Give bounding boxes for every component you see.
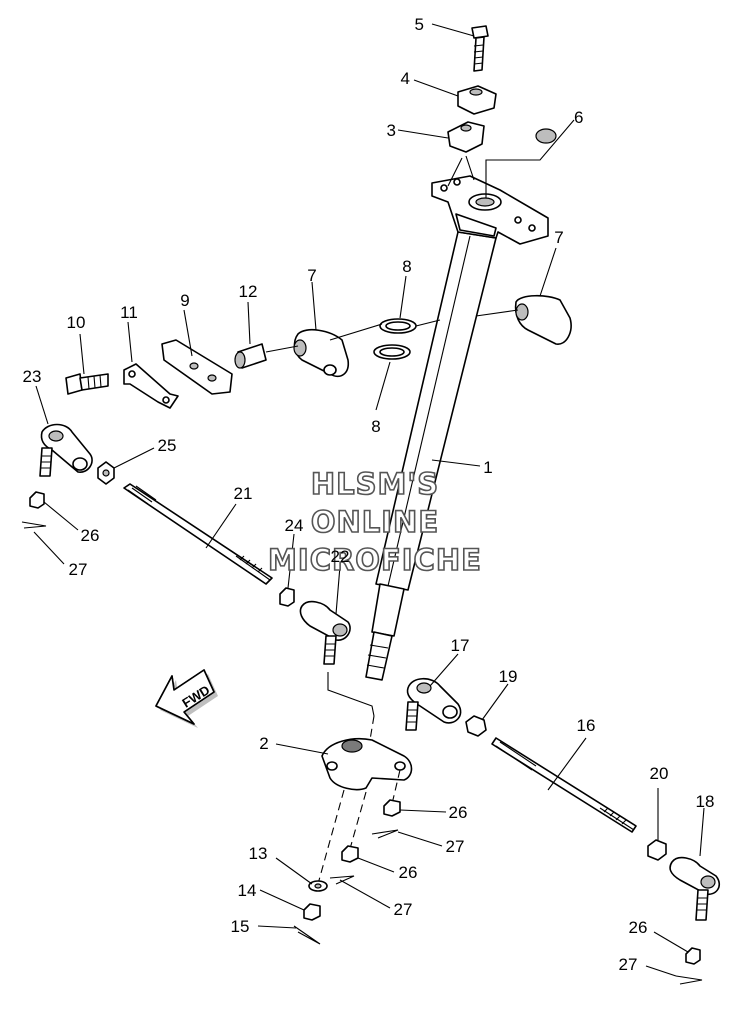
tie-rod-end-23	[39, 423, 93, 477]
cotter-pin-15	[293, 925, 321, 945]
callout-4: 4	[401, 69, 410, 88]
collar-12	[234, 343, 267, 369]
callout-1: 1	[483, 458, 492, 477]
watermark-line-3: MICROFICHE	[268, 543, 482, 577]
nut-19	[465, 715, 487, 737]
callout-16: 16	[577, 716, 596, 735]
washer-13	[308, 880, 328, 892]
nut-26-shaft	[341, 845, 359, 863]
callout-labels: 5 4 3 6 7 7 8 8 9 10 11 12 23 25 1 21 26…	[23, 15, 715, 974]
callout-11: 11	[120, 303, 138, 322]
tie-rod-end-22	[299, 600, 351, 665]
callout-13: 13	[249, 844, 268, 863]
nut-26-pitman	[383, 799, 401, 817]
cotter-pin-27-shaft	[329, 875, 355, 885]
nut-26-right	[685, 947, 701, 965]
steering-shaft	[365, 231, 497, 681]
callout-26-left: 26	[81, 526, 100, 545]
leader-lines	[33, 23, 705, 977]
pitman-arm-2	[321, 738, 413, 791]
callout-2: 2	[259, 734, 268, 753]
callout-14: 14	[238, 881, 257, 900]
callout-26-shaft: 26	[399, 863, 418, 882]
column-top-plate	[431, 175, 549, 245]
callout-8-lower: 8	[371, 417, 380, 436]
callout-25: 25	[158, 436, 177, 455]
callout-19: 19	[499, 667, 518, 686]
circlip-8-upper	[379, 318, 417, 334]
lock-washer-11	[123, 363, 179, 409]
callout-26-pitman: 26	[449, 803, 468, 822]
callout-9: 9	[180, 291, 189, 310]
callout-15: 15	[231, 917, 250, 936]
bushing-7-right	[514, 294, 572, 345]
nut-24	[279, 587, 295, 607]
callout-7-right: 7	[554, 228, 563, 247]
callout-18: 18	[696, 792, 715, 811]
callout-27-left: 27	[69, 560, 88, 579]
callout-26-right: 26	[629, 918, 648, 937]
nut-26-left	[29, 491, 45, 509]
fwd-arrow-icon: FWD	[155, 669, 218, 728]
callout-27-shaft: 27	[394, 900, 413, 919]
cotter-pin-27-right	[675, 975, 703, 985]
callout-3: 3	[387, 121, 396, 140]
callout-6: 6	[574, 108, 583, 127]
callout-8-upper: 8	[402, 257, 411, 276]
tie-rod-16	[491, 737, 637, 833]
tie-rod-end-17	[405, 677, 462, 731]
watermark: HLSM'S ONLINE MICROFICHE	[267, 466, 482, 578]
callout-7-left: 7	[307, 266, 316, 285]
cap-6	[535, 128, 557, 144]
callout-5: 5	[415, 15, 424, 34]
cotter-pin-27-pitman	[371, 829, 399, 839]
callout-27-pitman: 27	[446, 837, 465, 856]
bolt-10	[65, 373, 109, 395]
tie-rod-end-18	[669, 856, 721, 921]
callout-20: 20	[650, 764, 669, 783]
callout-24: 24	[285, 516, 304, 535]
circlip-8-lower	[373, 344, 411, 360]
callout-22: 22	[331, 547, 350, 566]
handlebar-holder-lower	[447, 121, 485, 153]
bolt-5	[471, 25, 489, 72]
callout-12: 12	[239, 282, 258, 301]
watermark-line-2: ONLINE	[311, 505, 439, 539]
callout-23: 23	[23, 367, 42, 386]
nut-20	[647, 839, 667, 861]
plate-9	[161, 339, 233, 395]
callout-21: 21	[234, 484, 253, 503]
callout-27-right: 27	[619, 955, 638, 974]
cotter-pin-27-left	[21, 521, 47, 529]
watermark-line-1: HLSM'S	[311, 467, 439, 501]
nut-25	[97, 461, 115, 485]
bushing-7-left	[293, 328, 350, 378]
callout-10: 10	[67, 313, 86, 332]
tie-rod-21	[123, 483, 273, 585]
callout-17: 17	[451, 636, 470, 655]
handlebar-holder-upper	[457, 85, 497, 115]
nut-14	[303, 903, 321, 921]
